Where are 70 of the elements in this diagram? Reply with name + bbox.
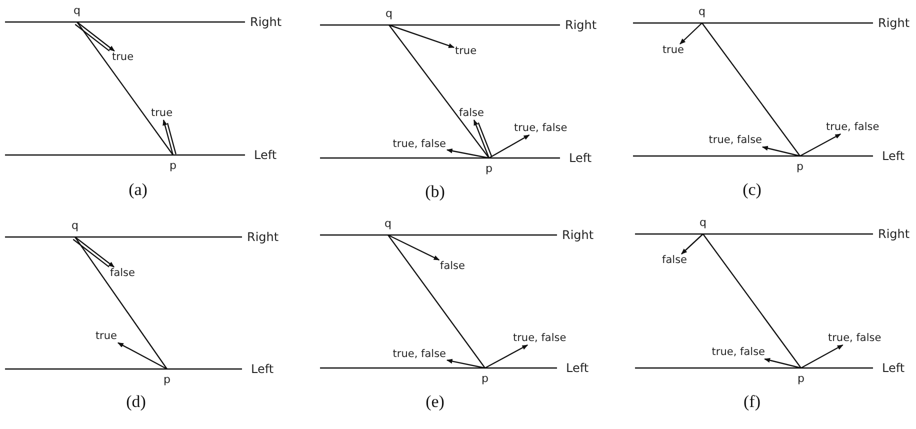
line-label: Right <box>562 228 594 242</box>
value-label: false <box>440 260 465 273</box>
arrow <box>446 148 490 159</box>
value-label: true, false <box>514 122 568 135</box>
value-label: true, false <box>828 332 882 345</box>
point-label: p <box>794 156 806 172</box>
value-label: true, false <box>708 134 762 147</box>
panel-caption: (f) <box>744 392 760 412</box>
arrow <box>162 119 176 156</box>
point-label: p <box>483 158 495 174</box>
line-segment <box>74 236 168 370</box>
value-label: true <box>455 45 477 58</box>
value-label: true, false <box>392 348 446 361</box>
point-label: p <box>479 368 491 384</box>
arrow <box>74 21 115 52</box>
arrow <box>388 234 440 261</box>
value-label: true, false <box>712 346 765 359</box>
panel-caption: (c) <box>742 180 762 200</box>
arrow <box>800 133 842 157</box>
line-segment <box>388 24 490 158</box>
value-label: false <box>662 254 687 267</box>
value-label: false <box>459 107 484 120</box>
point-label: p <box>167 155 179 171</box>
point-label: q <box>383 9 395 25</box>
line-segment <box>388 234 486 368</box>
arrow <box>680 22 702 44</box>
line-segment <box>702 234 802 368</box>
arrow <box>446 358 486 369</box>
value-label: true <box>112 51 134 64</box>
arrow <box>488 134 530 159</box>
panel-caption: (e) <box>426 392 444 412</box>
point-label: q <box>69 221 81 237</box>
arrow <box>117 342 168 370</box>
point-label: q <box>71 6 83 22</box>
line-segment <box>76 22 174 156</box>
value-label: true <box>95 330 117 343</box>
line-label: Left <box>569 151 592 165</box>
panel-caption: (d) <box>126 392 146 412</box>
value-label: true, false <box>513 332 566 345</box>
arrow <box>800 344 844 369</box>
arrow <box>681 234 704 254</box>
point-label: p <box>161 369 173 385</box>
line-label: Left <box>882 361 905 375</box>
arrow <box>764 358 802 369</box>
line-label: Right <box>565 18 597 32</box>
arrow <box>484 344 528 369</box>
point-label: q <box>696 7 708 23</box>
line-segment <box>702 22 800 156</box>
arrow <box>72 236 115 268</box>
arrow <box>473 119 492 159</box>
value-label: true <box>662 44 684 57</box>
line-label: Right <box>247 230 279 244</box>
value-label: false <box>110 267 135 280</box>
value-label: true, false <box>826 121 880 134</box>
value-label: true, false <box>392 138 446 151</box>
line-label: Left <box>251 362 274 376</box>
line-label: Left <box>882 149 905 163</box>
line-label: Right <box>878 16 910 30</box>
line-label: Right <box>250 15 282 29</box>
point-label: p <box>795 368 807 384</box>
value-label: true <box>151 107 173 120</box>
arrow <box>388 24 455 48</box>
arrow <box>762 146 800 157</box>
line-label: Right <box>878 227 910 241</box>
panel-caption: (b) <box>425 182 445 202</box>
point-label: q <box>697 218 709 234</box>
point-label: q <box>382 219 394 235</box>
line-label: Left <box>254 148 277 162</box>
line-label: Left <box>566 361 589 375</box>
panel-caption: (a) <box>128 180 148 200</box>
